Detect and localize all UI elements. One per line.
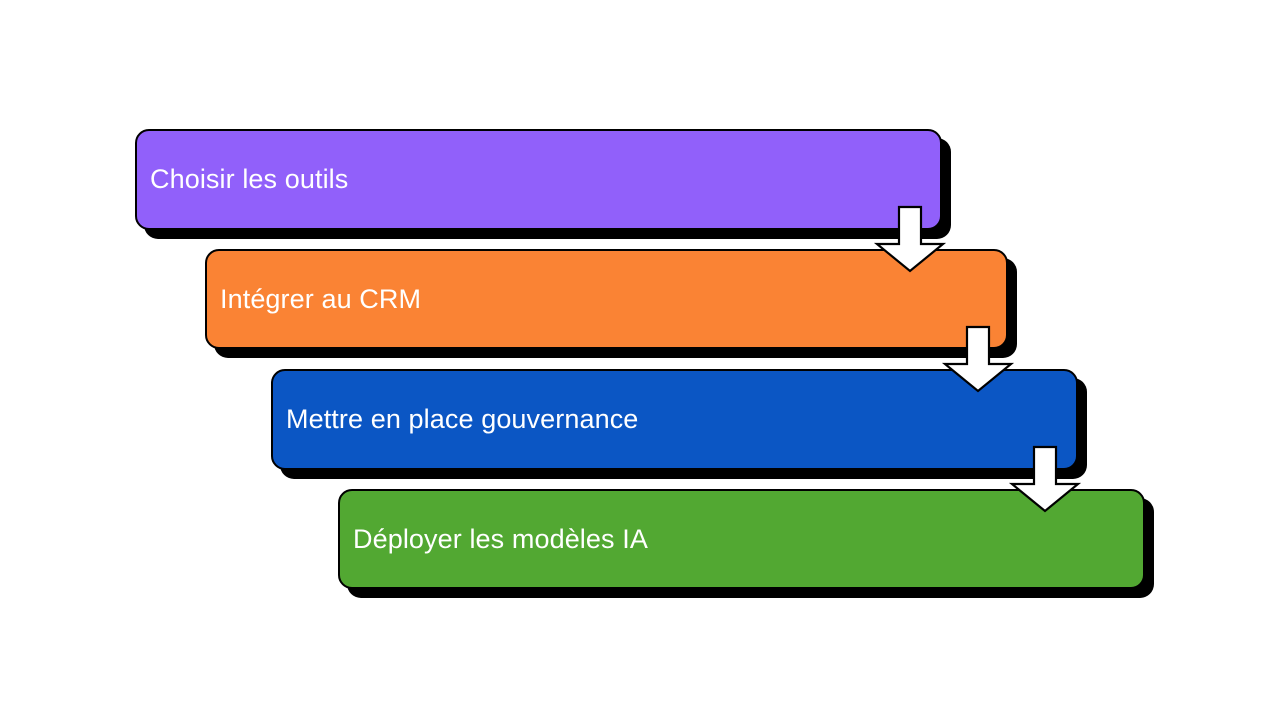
step-body[interactable]: Intégrer au CRM — [205, 249, 1008, 349]
step-body[interactable]: Déployer les modèles IA — [338, 489, 1145, 589]
step-label: Déployer les modèles IA — [353, 523, 648, 554]
step-body[interactable]: Choisir les outils — [135, 129, 942, 230]
process-step-4[interactable]: Déployer les modèles IA — [338, 489, 1154, 598]
arrow-down-icon — [1008, 445, 1082, 513]
step-body[interactable]: Mettre en place gouvernance — [271, 369, 1078, 470]
step-label: Intégrer au CRM — [220, 283, 422, 314]
arrow-down-icon — [873, 205, 947, 273]
arrow-down-icon — [941, 325, 1015, 393]
process-step-2[interactable]: Intégrer au CRM — [205, 249, 1017, 358]
step-label: Mettre en place gouvernance — [286, 404, 639, 434]
process-step-1[interactable]: Choisir les outils — [135, 129, 951, 239]
step-label: Choisir les outils — [150, 164, 349, 194]
process-step-3[interactable]: Mettre en place gouvernance — [271, 369, 1087, 479]
